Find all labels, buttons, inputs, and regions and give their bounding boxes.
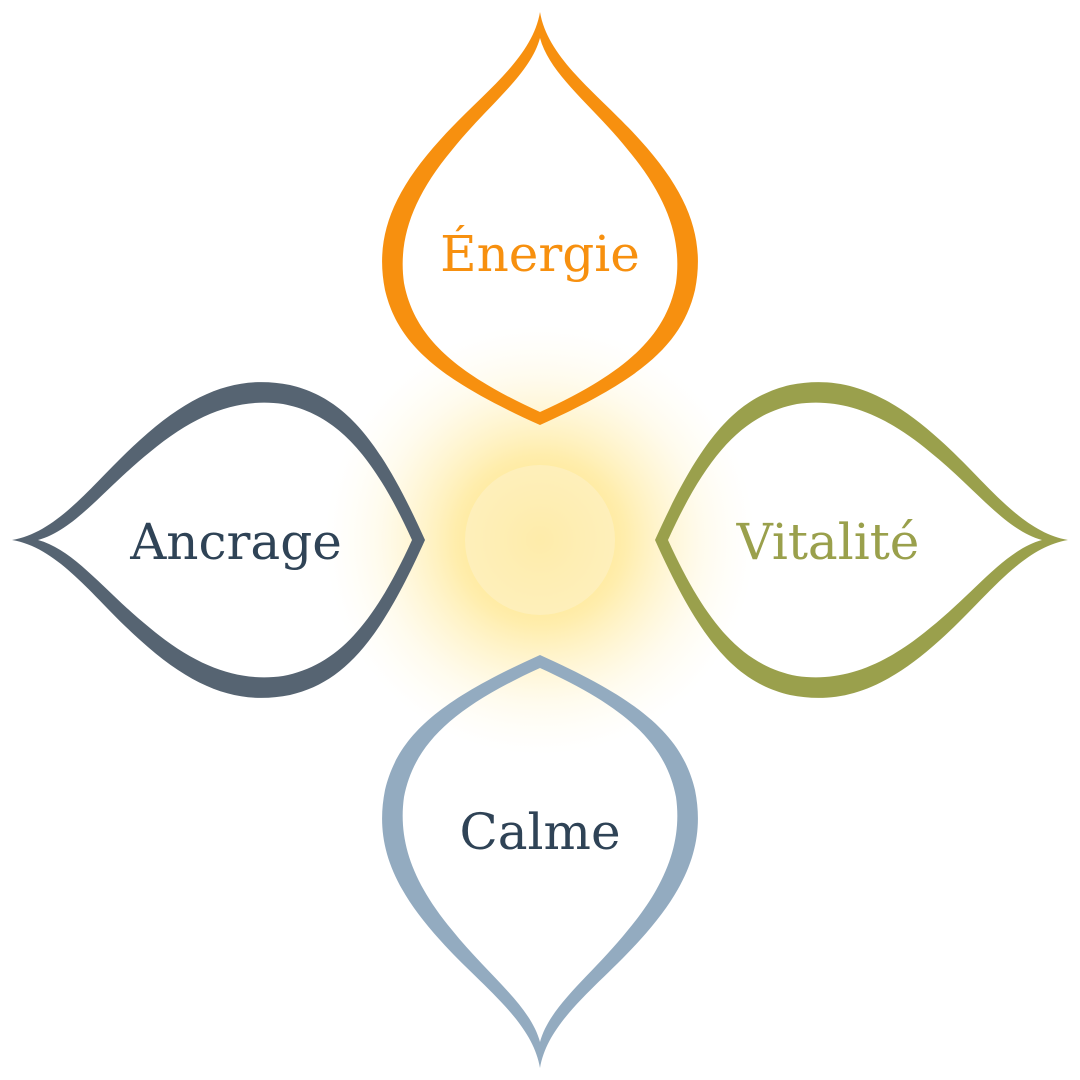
label-vitalite: Vitalité: [736, 513, 920, 571]
center-core: [465, 465, 615, 615]
petal-energie: Énergie: [382, 12, 698, 425]
petal-vitalite: Vitalité: [655, 382, 1068, 698]
label-energie: Énergie: [440, 224, 640, 283]
label-calme: Calme: [459, 803, 620, 861]
petal-ancrage: Ancrage: [12, 382, 425, 698]
petal-calme: Calme: [382, 655, 698, 1068]
label-ancrage: Ancrage: [129, 513, 342, 571]
